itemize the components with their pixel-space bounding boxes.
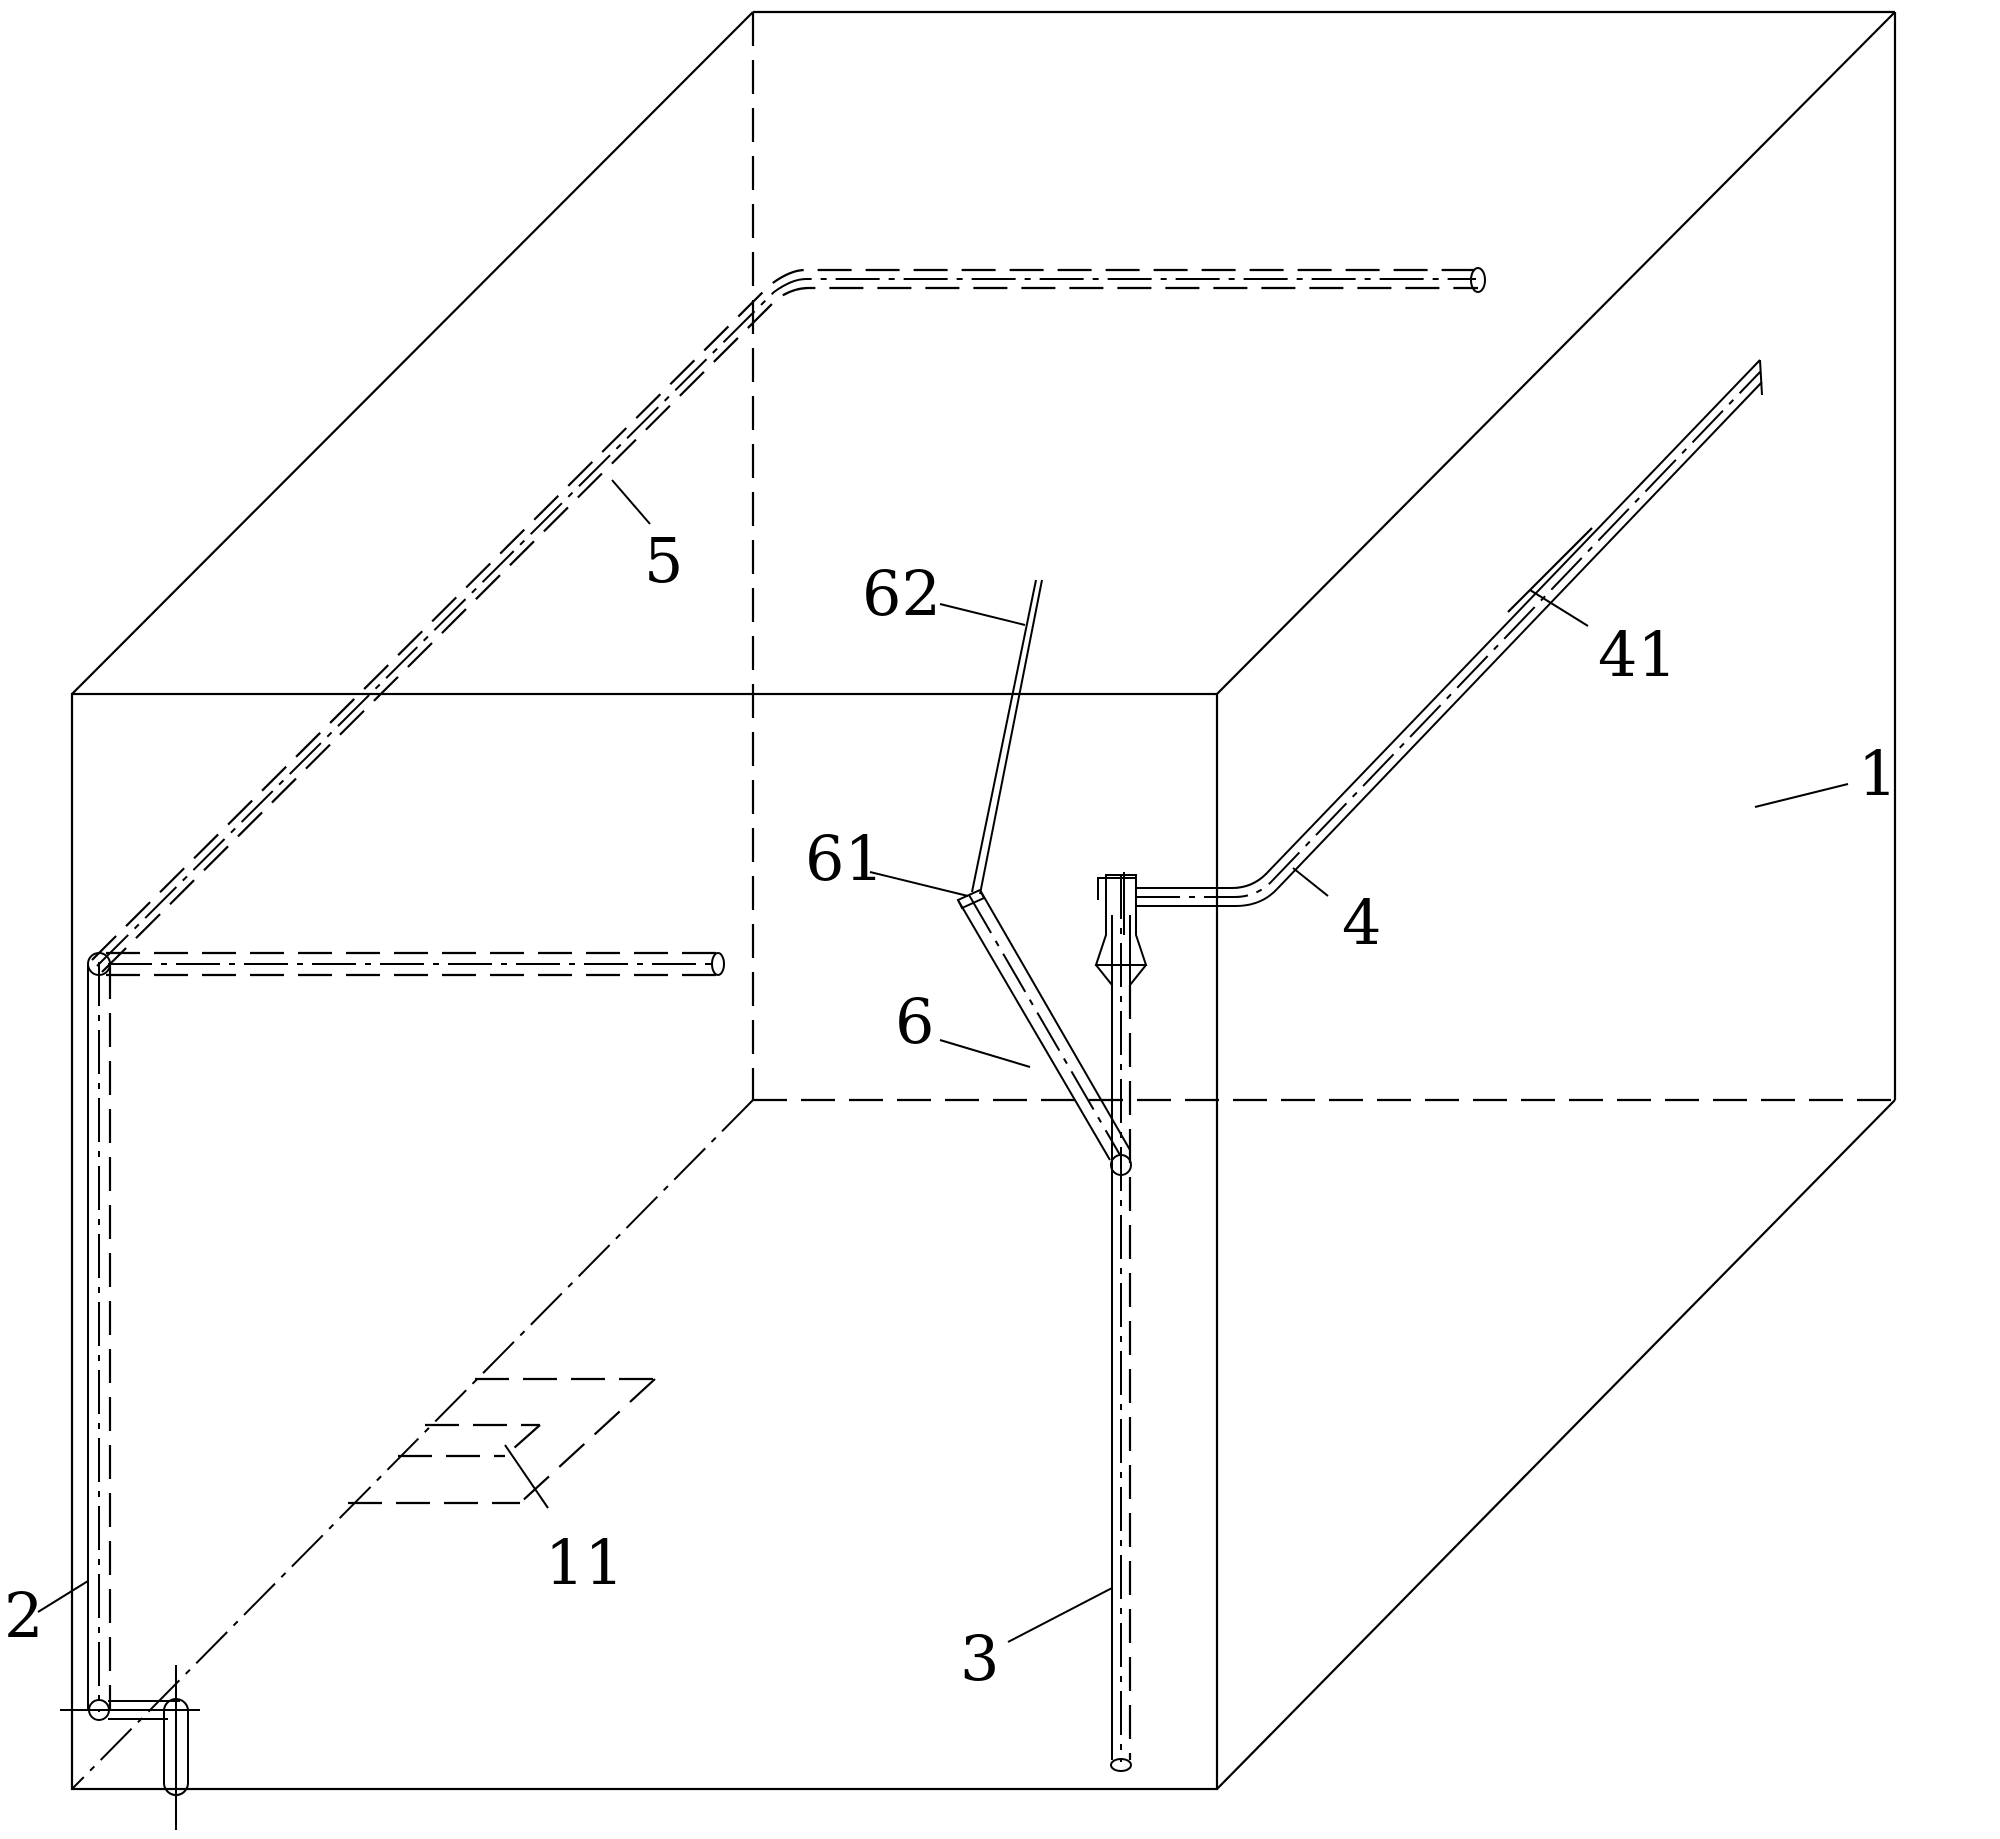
box-top-right-edge [1216,11,1896,695]
box-outline [70,10,1897,1791]
leader-62 [939,603,1026,626]
leader-61 [869,871,969,897]
pipe-left-horizontal-end [711,952,725,976]
branch-joint-61 [956,888,986,910]
reference-numerals: 1 2 3 4 41 5 6 61 62 11 [4,524,1897,1695]
label-pipe-left: 2 [4,1579,43,1652]
leader-4 [1292,867,1329,897]
pipe-top [91,267,1486,973]
inner-right-edge [504,1424,541,1457]
pipe-top-end [1470,267,1486,293]
pipe-vertical-bottom-end [1110,1758,1132,1772]
leader-11 [504,1444,549,1509]
pipe-right-end [1759,359,1763,396]
plate-right-edge [519,1378,656,1504]
leader-41 [1529,589,1589,627]
pipe-right-upper-wall [1136,359,1761,889]
reducer-taper-right [1129,964,1147,986]
box-top-left-edge [71,11,754,695]
pipe-right-elbow-head [1097,877,1136,900]
pipe-top-centerline [96,278,1476,967]
label-pipe-right-slot: 41 [1598,618,1677,691]
label-pipe-right: 4 [1342,886,1381,959]
pipe-top-upper-wall [91,268,1475,961]
box-hidden-edges [71,12,1895,1790]
pipe-branch [956,579,1131,1161]
leader-5 [611,479,651,525]
box-bottom-right-edge [1216,1099,1896,1790]
pipe-vertical-branch-joint [1110,1154,1132,1176]
pipe-left [60,951,725,1830]
label-box: 1 [1858,737,1897,810]
pipe-branch-right-wall [979,889,1131,1151]
leader-6 [939,1039,1031,1068]
pipe-top-lower-wall [101,286,1478,973]
label-branch-joint: 61 [805,822,884,895]
hidden-bottom-diagonal [71,1099,754,1790]
label-branch-rod: 62 [862,557,941,630]
label-pipe-vertical: 3 [960,1622,999,1695]
label-pipe-branch: 6 [895,985,934,1058]
label-bottom-plate: 11 [545,1526,624,1599]
box-front-face [70,692,1219,1791]
leader-1 [1754,783,1849,808]
bottom-plate [348,1377,656,1505]
pipe-right-lower-wall [1136,381,1763,907]
pipe-right [1097,359,1763,935]
pipe-branch-centerline [968,894,1121,1156]
pipe-right-slot-41 [1507,527,1593,613]
branch-rod-right [979,579,1043,895]
leader-3 [1007,1587,1113,1643]
leader-2 [37,1580,89,1613]
label-pipe-top: 5 [644,524,683,597]
reducer-taper-left [1095,964,1113,986]
branch-rod-left [971,579,1037,893]
pipe-right-centerline [1136,370,1762,898]
leader-lines [37,479,1849,1643]
pipe-vertical [1094,874,1148,1772]
pipe-branch-left-wall [957,899,1111,1161]
